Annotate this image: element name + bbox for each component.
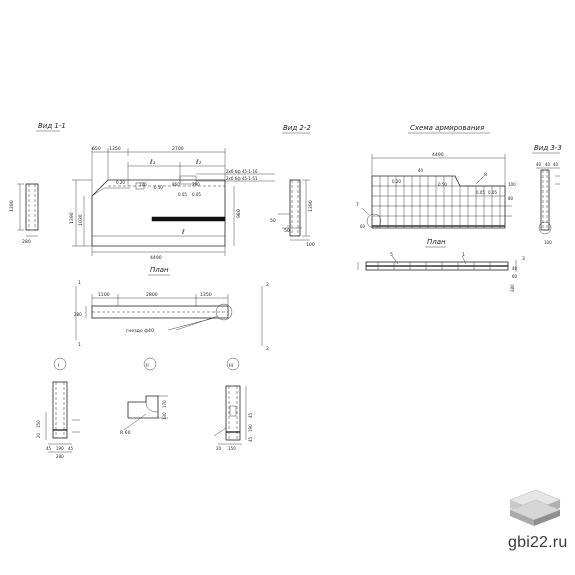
mark-section-III: III: [229, 363, 233, 369]
callout-rebar-2: 2x6 бф 45-1-51: [226, 176, 258, 181]
reinforcement-scheme-drawing: 4490 0.20 0.50 0.05 0.05 40 100 80 60 7 …: [356, 152, 516, 229]
dim-plan-1100: 1100: [98, 292, 110, 298]
dim-side-width: 280: [22, 239, 31, 245]
dim-elev-005a: 0.05: [178, 192, 187, 197]
dim-sec1-45: 45: [46, 446, 52, 451]
mark-plan-2-top: 2: [266, 282, 269, 288]
view-2-2-drawing: 1390 50 50 100: [270, 179, 315, 248]
section-II-drawing: II 170 130 R 60: [120, 357, 168, 436]
dim-scheme-020: 0.20: [392, 179, 401, 184]
stacked-slabs-icon: [509, 489, 561, 526]
dim-sec3-20: 20: [216, 446, 222, 451]
dim-elev-980: 980: [236, 209, 242, 218]
dim-v22-1390: 1390: [308, 200, 314, 212]
dim-scheme-40: 40: [418, 168, 424, 173]
dim-scheme-005a: 0.05: [476, 190, 485, 195]
mark-plan-1-bottom: 1: [78, 342, 81, 348]
title-view-2-2: Вид 2-2: [283, 124, 311, 132]
dim-v22-50a: 50: [270, 218, 276, 224]
dim-plan-r-60: 60: [512, 274, 518, 279]
label-l: ℓ: [182, 228, 185, 236]
section-III-drawing: III 45 190 45 20 150: [213, 357, 253, 451]
dim-elev-120: 120: [139, 182, 147, 187]
dim-elev-1350: 1350: [109, 146, 121, 152]
dim-sec3-150: 150: [228, 446, 236, 451]
dim-elev-left-1030: 1030: [78, 214, 84, 226]
title-reinforcement-scheme: Схема армирования: [410, 124, 484, 132]
label-l1: ℓ₁: [150, 158, 156, 166]
dim-elev-005b: 0.05: [192, 192, 201, 197]
site-logo-text[interactable]: gbi22.ru: [508, 534, 568, 551]
dim-sec2-170: 170: [162, 400, 167, 408]
dim-v33-40a: 40: [536, 162, 542, 167]
title-view-1-1: Вид 1-1: [38, 122, 66, 130]
plan-right-drawing: План 5 1 3 40 60 280: [357, 238, 525, 292]
title-plan-left: План: [150, 266, 169, 274]
dim-scheme-050: 0.50: [438, 182, 447, 187]
dim-v33-100: 100: [544, 240, 552, 245]
mark-plan-1-top: 1: [78, 280, 81, 286]
dim-plan-r-280: 280: [510, 284, 515, 292]
dim-plan-280: 280: [74, 312, 82, 317]
dim-scheme-005b: 0.05: [488, 190, 497, 195]
label-l2: ℓ₂: [196, 158, 202, 166]
view-1-1-drawing: 1390 280: [9, 183, 39, 245]
mark-plan-2-bottom: 2: [266, 346, 269, 352]
dim-scheme-60: 60: [360, 224, 366, 229]
dim-plan-r-40: 40: [512, 266, 518, 271]
dim-v33-40b: 40: [545, 162, 551, 167]
dim-v22-50b: 50: [284, 228, 290, 234]
plan-left-drawing: План 1 1 2 2 1100 2800 1350 280 гнездо ф…: [74, 266, 269, 352]
mark-section-I: I: [58, 363, 59, 369]
dim-sec1-190: 190: [56, 446, 64, 451]
mark-section-II: II: [146, 363, 149, 369]
view-3-3-drawing: 40 40 40 100: [536, 162, 560, 245]
dim-side-height: 1390: [9, 200, 15, 212]
dim-sec1-20: 20: [36, 432, 41, 438]
dim-plan-2800: 2800: [146, 292, 158, 298]
dim-sec1-150: 150: [36, 420, 41, 428]
dim-elev-4490: 4490: [150, 255, 162, 261]
dim-v22-100: 100: [306, 242, 315, 248]
dim-sec1-280: 280: [56, 454, 64, 459]
dim-elev-left-1390: 1390: [69, 212, 75, 224]
dim-sec2-r60: R 60: [120, 430, 131, 436]
dim-scheme-4490: 4490: [432, 152, 444, 158]
dim-sec3-190: 190: [248, 424, 253, 432]
mark-plan-3: 3: [522, 256, 525, 262]
dim-sec1-45b: 45: [68, 446, 74, 451]
mark-scheme-7: 7: [356, 202, 359, 208]
dim-v33-40c: 40: [553, 162, 559, 167]
mark-scheme-8: 8: [484, 172, 487, 178]
mark-plan-1: 1: [462, 252, 465, 258]
title-plan-right: План: [427, 238, 446, 246]
dim-sec2-130: 130: [162, 412, 167, 420]
mark-plan-5: 5: [390, 252, 393, 258]
section-I-drawing: I 20 150 45 190 45 280: [36, 357, 80, 459]
dim-sec3-45b: 45: [248, 436, 253, 442]
dim-plan-1350: 1350: [200, 292, 212, 298]
dim-elev-860: 860: [172, 182, 180, 187]
elevation-drawing: 650 1350 2700 ℓ₁ ℓ₂ 1390 1030 ℓ 4490 0.2…: [69, 146, 275, 261]
dim-elev-020: 0.20: [116, 180, 125, 185]
dim-elev-2700: 2700: [172, 146, 184, 152]
dim-scheme-100: 100: [508, 182, 516, 187]
dim-elev-290: 290: [192, 182, 200, 187]
dim-elev-050: 0.50: [154, 185, 163, 190]
callout-rebar-1: 2x6 бф 45-1-16: [226, 169, 258, 174]
dim-sec3-45: 45: [248, 412, 253, 418]
title-view-3-3: Вид 3-3: [534, 144, 562, 152]
dim-elev-650: 650: [92, 146, 101, 152]
label-plan-hole: гнездо ф40: [126, 328, 154, 334]
dim-scheme-80: 80: [508, 196, 514, 201]
